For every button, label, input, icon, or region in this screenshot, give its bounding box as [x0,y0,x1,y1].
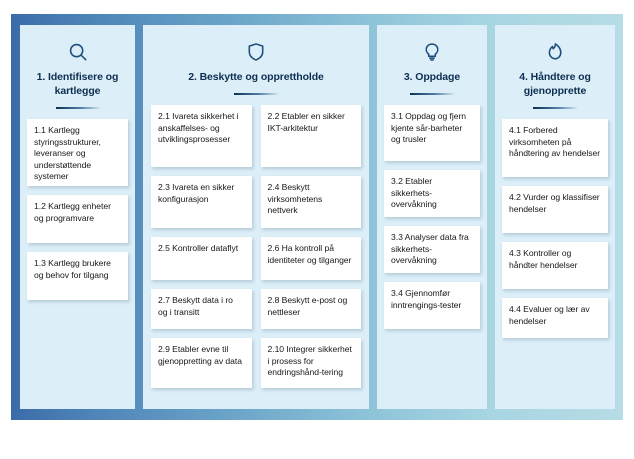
measure-card[interactable]: 1.2 Kartlegg enheter og programvare [27,195,128,243]
column-title: 4. Håndtere og gjenopprette [519,71,591,97]
measure-card[interactable]: 4.4 Evaluer og lær av hendelser [502,298,608,338]
measure-card[interactable]: 3.1 Oppdag og fjern kjente sår-barheter … [384,105,480,161]
measure-card[interactable]: 4.3 Kontroller og håndter hendelser [502,242,608,289]
category-column-handtere[interactable]: 4. Håndtere og gjenopprette 4.1 Forbered… [495,25,615,409]
category-column-beskytte[interactable]: 2. Beskytte og opprettholde 2.1 Ivareta … [143,25,369,409]
column-header: 4. Håndtere og gjenopprette [495,25,615,109]
header-divider [410,93,454,95]
lightbulb-icon [421,41,443,63]
measure-card[interactable]: 2.2 Etabler en sikker IKT-arkitektur [260,105,361,167]
column-title: 2. Beskytte og opprettholde [188,71,324,83]
measure-card[interactable]: 1.3 Kartlegg brukere og behov for tilgan… [27,252,128,300]
measure-card[interactable]: 3.2 Etabler sikkerhets-overvåkning [384,170,480,217]
measure-card[interactable]: 2.8 Beskytt e-post og nettleser [260,289,361,329]
header-divider [55,107,100,109]
column-title: 1. Identifisere og kartlegge [36,71,119,97]
measure-card[interactable]: 2.10 Integrer sikkerhet i prosess for en… [260,338,361,388]
measure-card[interactable]: 4.1 Forbered virksomheten på håndtering … [502,119,608,177]
measure-card[interactable]: 2.9 Etabler evne til gjenoppretting av d… [151,338,252,388]
column-header: 2. Beskytte og opprettholde [143,25,369,95]
measure-card[interactable]: 2.4 Beskytt virksomhetens nettverk [260,176,361,228]
measure-card[interactable]: 3.4 Gjennomfør inntrengings-tester [384,282,480,329]
header-divider [234,93,278,95]
measure-card[interactable]: 1.1 Kartlegg styringsstrukturer, leveran… [27,119,128,186]
measure-card[interactable]: 2.5 Kontroller dataflyt [151,237,252,280]
measure-card[interactable]: 2.1 Ivareta sikkerhet i anskaffelses- og… [151,105,252,167]
column-header: 1. Identifisere og kartlegge [20,25,135,109]
shield-icon [245,41,267,63]
flame-icon [544,41,566,63]
card-list: 1.1 Kartlegg styringsstrukturer, leveran… [20,119,135,300]
measure-card[interactable]: 2.6 Ha kontroll på identiteter og tilgan… [260,237,361,280]
column-title: 3. Oppdage [403,71,461,83]
category-column-oppdage[interactable]: 3. Oppdage 3.1 Oppdag og fjern kjente så… [377,25,487,409]
card-list: 3.1 Oppdag og fjern kjente sår-barheter … [377,105,487,329]
card-list-left: 2.1 Ivareta sikkerhet i anskaffelses- og… [151,105,252,388]
gradient-panel: 1. Identifisere og kartlegge 1.1 Kartleg… [11,14,623,420]
search-icon [67,41,89,63]
measure-card[interactable]: 4.2 Vurder og klassifiser hendelser [502,186,608,233]
card-list-right: 2.2 Etabler en sikker IKT-arkitektur 2.4… [260,105,361,388]
header-divider [533,107,577,109]
column-header: 3. Oppdage [377,25,487,95]
measure-card[interactable]: 2.3 Ivareta en sikker konfigurasjon [151,176,252,228]
card-grid: 2.1 Ivareta sikkerhet i anskaffelses- og… [143,105,369,388]
card-list: 4.1 Forbered virksomheten på håndtering … [495,119,615,338]
measure-card[interactable]: 2.7 Beskytt data i ro og i transitt [151,289,252,329]
category-column-identifisere[interactable]: 1. Identifisere og kartlegge 1.1 Kartleg… [20,25,135,409]
columns-container: 1. Identifisere og kartlegge 1.1 Kartleg… [11,14,623,420]
measure-card[interactable]: 3.3 Analyser data fra sikkerhets-overvåk… [384,226,480,273]
